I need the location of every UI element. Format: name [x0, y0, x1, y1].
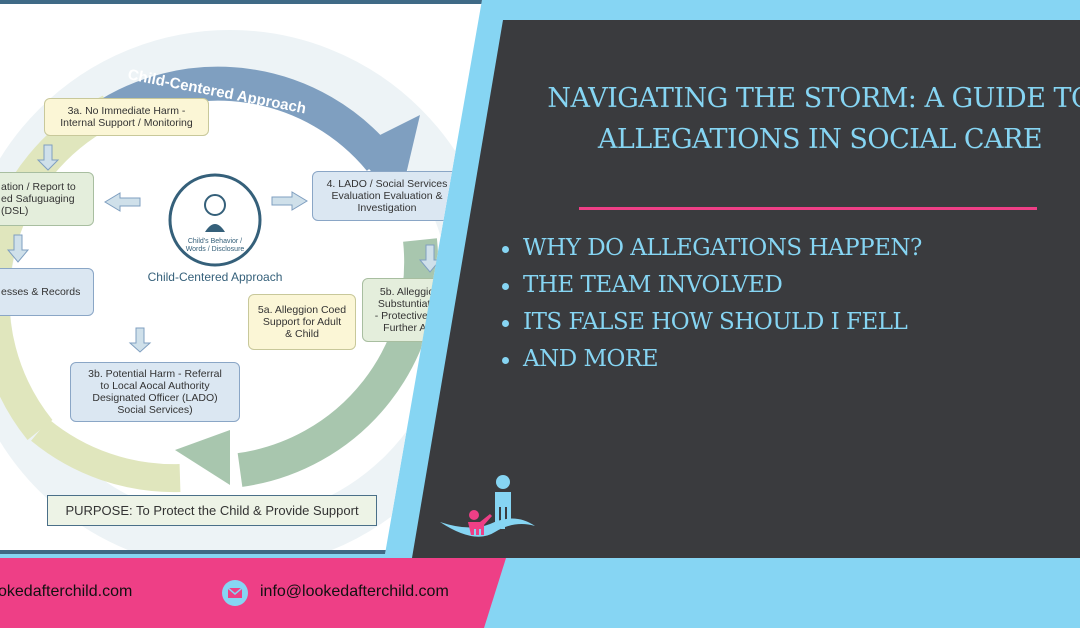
safeguarding-diagram-image: Child-Centered Approach Child's Behavior… — [0, 0, 482, 554]
list-item-text: ITS FALSE HOW SHOULD I FELL — [523, 309, 908, 335]
purpose-box: PURPOSE: To Protect the Child & Provide … — [47, 495, 377, 526]
box-line: Further Acti — [383, 322, 437, 334]
box-line: 3b. Potential Harm - Referral — [88, 368, 222, 380]
image-bottom-border — [0, 550, 482, 554]
mail-icon — [222, 580, 248, 606]
records-box: esses & Records — [0, 268, 94, 316]
box-line: 5b. Alleggion — [379, 286, 441, 298]
title-line-2: ALLEGATIONS IN SOCIAL CARE — [597, 124, 1043, 155]
box-line: Substuntiated — [377, 298, 443, 310]
box-line: - Protective Me — [374, 310, 446, 322]
center-caption: Child's Behavior / Words / Disclosure — [185, 238, 245, 253]
bullet-icon — [502, 319, 509, 327]
list-item: AND MORE — [502, 341, 922, 378]
bullet-icon — [502, 356, 509, 364]
title-line-1: NAVIGATING THE STORM: A GUIDE TO — [547, 83, 1080, 114]
list-item: ITS FALSE HOW SHOULD I FELL — [502, 304, 922, 341]
ring-label-center: Child-Centered Approach — [147, 270, 283, 284]
box-line: Evaluation Evaluation & — [331, 190, 443, 202]
topic-list: WHY DO ALLEGATIONS HAPPEN? THE TEAM INVO… — [502, 230, 922, 378]
step-3a-box: 3a. No Immediate Harm -Internal Support … — [44, 98, 209, 136]
box-line: ed Safuguaging — [1, 193, 75, 205]
page-title: NAVIGATING THE STORM: A GUIDE TO ALLEGAT… — [540, 78, 1080, 160]
family-logo-icon — [440, 475, 535, 537]
list-item-text: THE TEAM INVOLVED — [523, 272, 783, 298]
box-line: (DSL) — [1, 205, 29, 217]
contact-footer — [0, 558, 506, 628]
box-line: Internal Support / Monitoring — [60, 117, 193, 129]
image-top-border — [0, 0, 482, 4]
list-item: THE TEAM INVOLVED — [502, 267, 922, 304]
box-line: Designated Officer (LADO) — [92, 392, 218, 404]
bullet-icon — [502, 282, 509, 290]
purpose-text: PURPOSE: To Protect the Child & Provide … — [65, 502, 359, 518]
box-line: esses & Records — [1, 286, 81, 298]
bullet-icon — [502, 245, 509, 253]
box-line: Support for Adult — [262, 316, 342, 328]
email-link[interactable]: info@lookedafterchild.com — [260, 583, 449, 600]
list-item-text: WHY DO ALLEGATIONS HAPPEN? — [523, 235, 922, 261]
divider — [579, 207, 1037, 210]
website-link[interactable]: okedafterchild.com — [0, 583, 133, 600]
box-line: & Child — [285, 328, 319, 340]
box-line: 5a. Alleggion Coed — [257, 304, 347, 316]
box-line: Investigation — [357, 202, 417, 214]
list-item-text: AND MORE — [523, 346, 659, 372]
box-line: 4. LADO / Social Services — [326, 178, 448, 190]
box-line: Social Services) — [117, 404, 193, 416]
box-line: ation / Report to — [1, 181, 76, 193]
box-line: 3a. No Immediate Harm - — [67, 105, 186, 117]
box-line: to Local Aocal Authority — [100, 380, 210, 392]
list-item: WHY DO ALLEGATIONS HAPPEN? — [502, 230, 922, 267]
